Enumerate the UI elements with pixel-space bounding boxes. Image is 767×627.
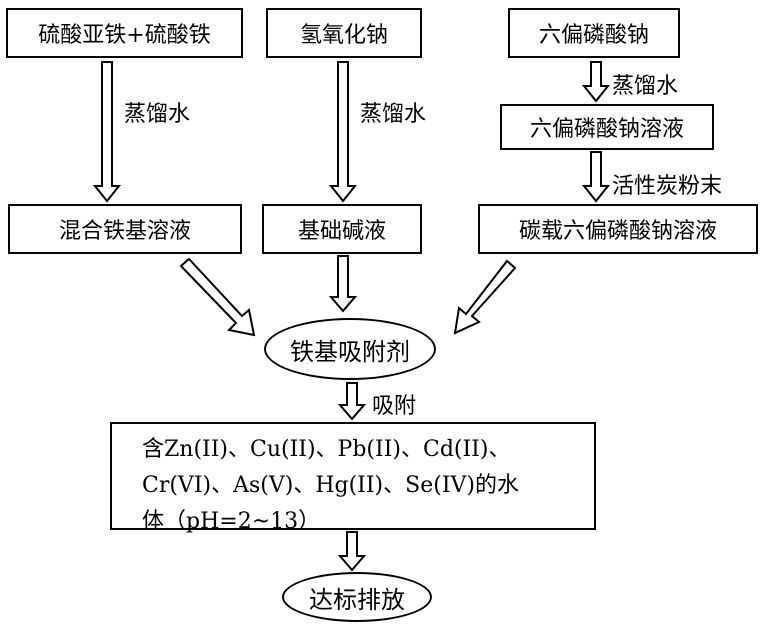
node-ferrous-ferric-sulfate: 硫酸亚铁+硫酸铁 — [6, 8, 243, 58]
arrow-adsorbent-to-water — [340, 383, 364, 419]
label-distilled-water-right: 蒸馏水 — [612, 68, 678, 100]
label-adsorption: 吸附 — [372, 388, 416, 420]
label-distilled-water-left: 蒸馏水 — [124, 96, 190, 128]
node-hexametaphosphate-solution: 六偏磷酸钠溶液 — [500, 104, 714, 150]
node-base-alkali-solution: 基础碱液 — [262, 204, 422, 254]
label-activated-carbon: 活性炭粉末 — [612, 168, 722, 200]
arrow-sulfate-to-mixed — [95, 62, 119, 201]
arrow-solution-to-carbon — [584, 152, 608, 201]
node-discharge: 达标排放 — [282, 572, 432, 622]
arrow-hexa-to-solution — [584, 62, 608, 101]
arrow-base-to-adsorbent — [331, 256, 355, 311]
node-water-body: 含Zn(II)、Cu(II)、Pb(II)、Cd(II)、 Cr(VI)、As(… — [110, 422, 596, 530]
arrow-carbon-to-adsorbent — [455, 261, 515, 333]
water-body-line-1: 含Zn(II)、Cu(II)、Pb(II)、Cd(II)、 — [142, 432, 594, 468]
arrow-mixed-to-adsorbent — [181, 259, 254, 335]
node-carbon-loaded-solution: 碳载六偏磷酸钠溶液 — [478, 204, 758, 254]
water-body-line-2: Cr(VI)、As(V)、Hg(II)、Se(IV)的水 — [142, 468, 594, 504]
arrow-naoh-to-base — [331, 62, 355, 201]
node-mixed-iron-solution: 混合铁基溶液 — [8, 204, 242, 254]
node-sodium-hexametaphosphate: 六偏磷酸钠 — [508, 8, 680, 58]
water-body-line-3: 体（pH=2~13） — [142, 504, 594, 540]
node-sodium-hydroxide: 氢氧化钠 — [266, 8, 422, 58]
label-distilled-water-middle: 蒸馏水 — [360, 96, 426, 128]
node-iron-adsorbent: 铁基吸附剂 — [264, 318, 436, 380]
